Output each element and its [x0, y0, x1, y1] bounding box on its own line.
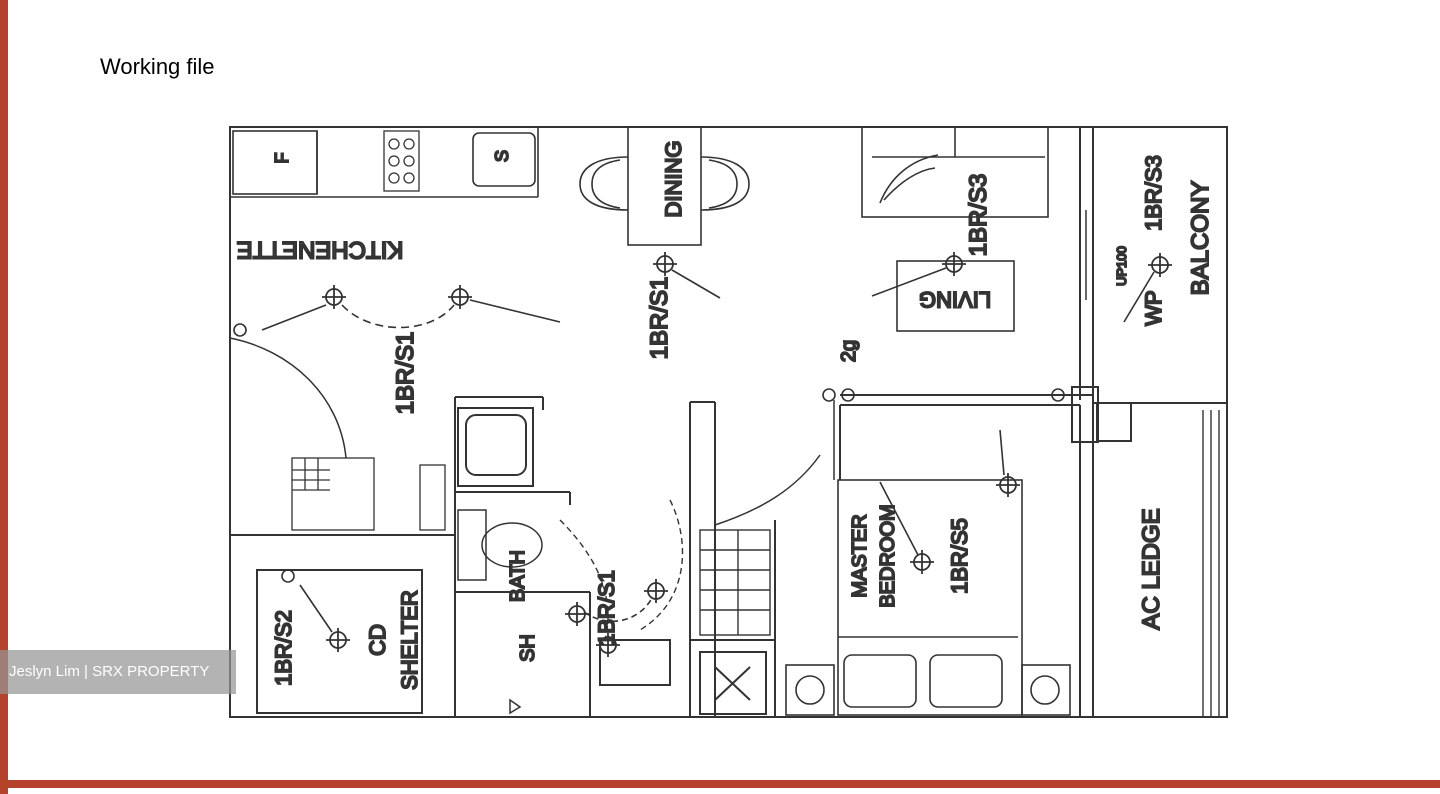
- light-point-icon: [996, 473, 1020, 497]
- drain-icon: [509, 698, 522, 715]
- tag-wp: WP: [1141, 290, 1166, 325]
- internal-walls: [230, 394, 1081, 717]
- sink-label: S: [492, 150, 512, 162]
- shelter-steps: [291, 457, 446, 531]
- wiring: [261, 267, 1155, 633]
- toilet-icon: [457, 509, 543, 581]
- tag-dining-s1: 1BR/S1: [646, 277, 673, 360]
- master-bed: [785, 479, 1071, 716]
- shower-label: SH: [517, 634, 539, 662]
- tag-living-s3: 1BR/S3: [965, 174, 992, 257]
- dining-label: DINING: [661, 141, 686, 218]
- tag-master-s5: 1BR/S5: [947, 518, 972, 594]
- fridge-label: F: [272, 153, 292, 164]
- master-label-line2: BEDROOM: [877, 504, 899, 607]
- bath-door-swing: [559, 519, 609, 641]
- kitchenette-label: KITCHENETTE: [237, 236, 404, 263]
- bath-label: BATH: [507, 550, 529, 602]
- light-point-icon: [448, 285, 472, 309]
- kitchen-sink-icon: [472, 132, 536, 187]
- living-table: [896, 260, 1015, 332]
- light-points: [322, 252, 1172, 657]
- tag-balcony-s3: 1BR/S3: [1141, 155, 1166, 231]
- master-label-line1: MASTER: [849, 514, 871, 597]
- sofa: [861, 126, 1049, 218]
- living-label: LIVING: [919, 287, 991, 312]
- light-point-icon: [596, 633, 620, 657]
- switch-icons: [233, 323, 1065, 583]
- light-point-icon: [910, 550, 934, 574]
- balcony-label: BALCONY: [1187, 181, 1214, 296]
- cd-shelter-line1: CD: [365, 624, 390, 656]
- plan-outer-wall: [229, 126, 1228, 718]
- light-point-icon: [326, 628, 350, 652]
- kitchen-counter: [230, 127, 539, 198]
- light-point-icon: [565, 602, 589, 626]
- tag-bath-s1: 1BR/S1: [594, 570, 619, 646]
- dining-table: [579, 126, 750, 246]
- ac-ledge-label: AC LEDGE: [1138, 508, 1165, 629]
- watermark: Jeslyn Lim | SRX PROPERTY: [0, 650, 236, 694]
- light-point-icon: [644, 579, 668, 603]
- light-point-icon: [942, 252, 966, 276]
- ac-ledge-area: [1202, 410, 1220, 717]
- cd-shelter-box: [256, 569, 423, 714]
- cooker-hob-icon: [383, 130, 420, 192]
- cd-shelter-line2: SHELTER: [397, 590, 422, 690]
- tag-up100: UP100: [1114, 246, 1129, 286]
- light-point-icon: [653, 252, 677, 276]
- light-point-icon: [322, 285, 346, 309]
- slide-title: Working file: [100, 54, 215, 79]
- left-accent-bar: [0, 0, 8, 794]
- bottom-accent-bar: [0, 780, 1440, 788]
- light-point-icon: [1148, 253, 1172, 277]
- tag-kitchen-s1: 1BR/S1: [392, 332, 419, 415]
- shelving: [699, 529, 771, 636]
- tag-switch-2g: 2g: [838, 340, 860, 362]
- master-door-swing: [714, 454, 821, 526]
- tag-shelter-s2: 1BR/S2: [271, 610, 296, 686]
- balcony-wall: [1071, 127, 1227, 717]
- bath-door-swing-2: [639, 499, 684, 631]
- entrance-door-swing: [229, 337, 347, 459]
